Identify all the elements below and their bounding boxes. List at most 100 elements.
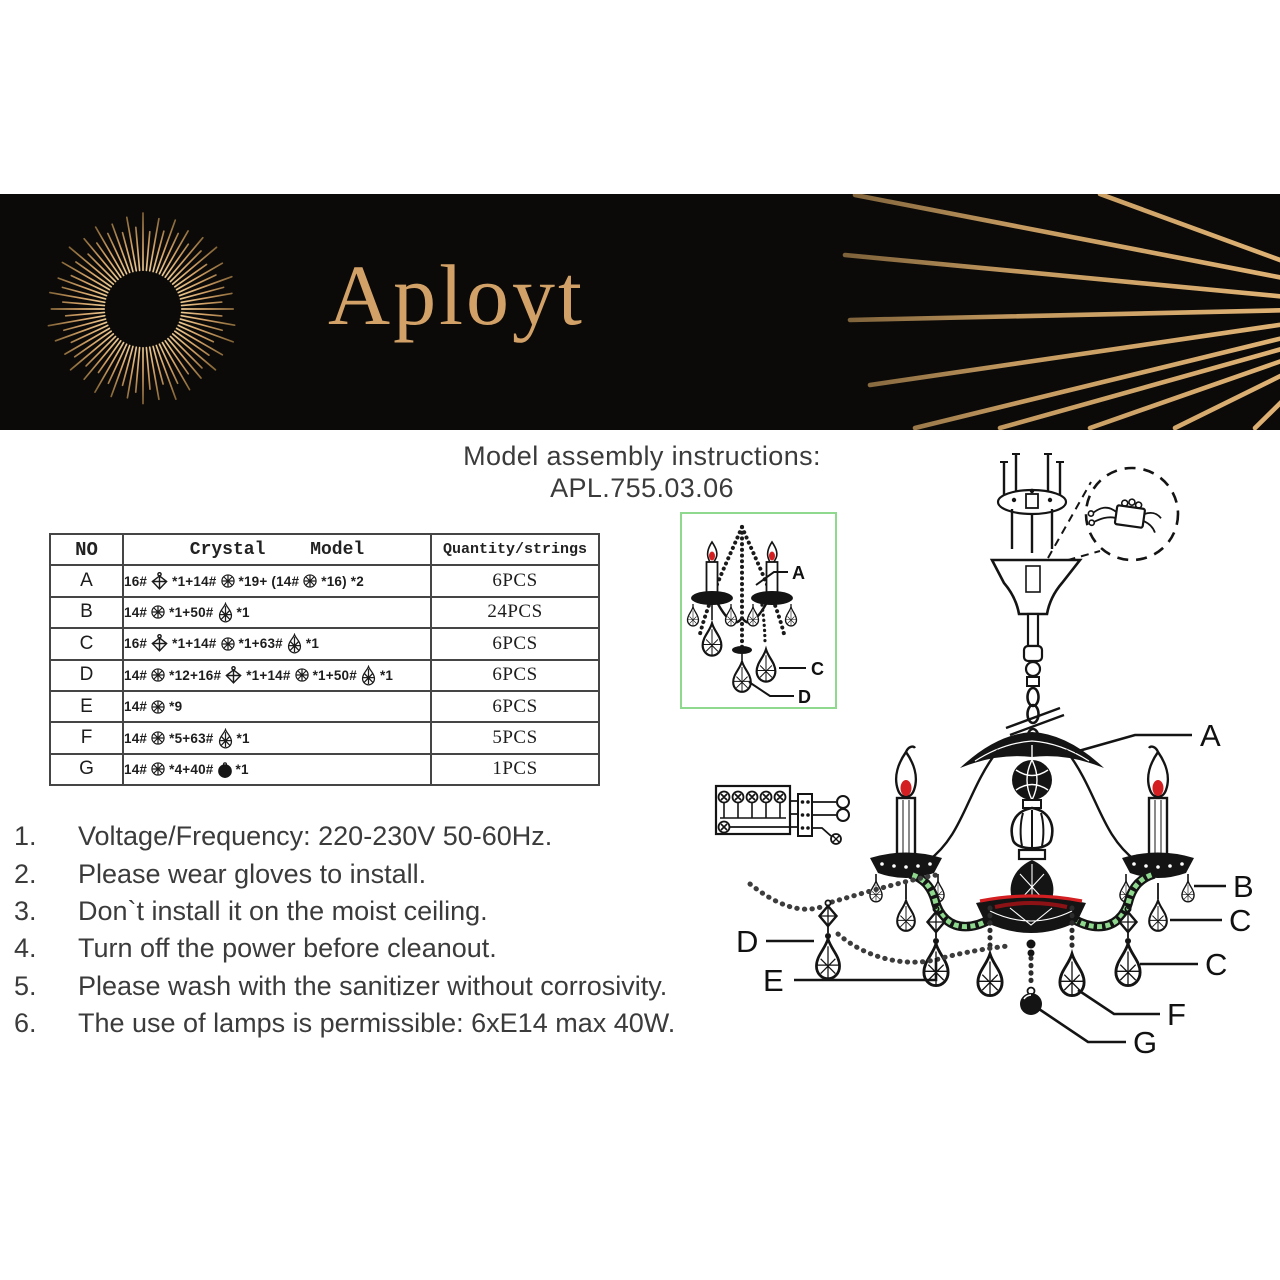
thumbnail-box: [680, 512, 837, 709]
sunburst-logo-icon: [47, 212, 236, 405]
teardrop-crystal-icon: [360, 664, 377, 686]
wiring-diagram: [714, 784, 850, 845]
row-letter: C: [49, 627, 124, 661]
model-text: 14#: [124, 604, 148, 620]
instruction-item: 1.Voltage/Frequency: 220-230V 50-60Hz.: [14, 818, 784, 855]
instruction-text: Don`t install it on the moist ceiling.: [78, 895, 488, 926]
row-quantity: 6PCS: [430, 564, 600, 598]
model-text: *1: [305, 636, 320, 652]
row-quantity: 6PCS: [430, 658, 600, 692]
banner-rays-decoration: [842, 194, 1280, 430]
model-text: *1+14#: [246, 667, 291, 683]
round-bead-icon: [220, 636, 236, 652]
round-bead-icon: [150, 667, 166, 683]
instruction-item: 3. Don`t install it on the moist ceiling.: [14, 893, 784, 930]
instruction-number: 4.: [14, 933, 37, 964]
model-number: APL.755.03.06: [550, 473, 734, 503]
model-text: *9: [169, 699, 183, 715]
model-text: *1+63#: [238, 636, 283, 652]
instruction-number: 2.: [14, 858, 37, 889]
row-crystal-model: 14#*12+16#*1+14#*1+50#*1: [122, 658, 432, 692]
model-text: *19+ (14#: [238, 573, 300, 589]
round-bead-icon: [302, 573, 318, 589]
label-d: D: [736, 924, 758, 959]
round-bead-icon: [150, 730, 166, 746]
instruction-item: 6. The use of lamps is permissible: 6xE14…: [14, 1005, 784, 1042]
teardrop-crystal-icon: [286, 633, 303, 654]
page-title: Model assembly instructions:: [463, 441, 821, 471]
thumbnail-chandelier: A C D: [686, 525, 824, 707]
round-bead-icon: [150, 761, 166, 777]
row-letter: E: [49, 689, 124, 724]
model-text: 14#: [124, 730, 148, 746]
ball-crystal-icon: [217, 761, 233, 778]
row-letter: G: [49, 752, 124, 787]
instruction-text: The use of lamps is permissible: 6xE14 m…: [78, 1008, 676, 1039]
label-c2: C: [1205, 947, 1227, 982]
round-bead-icon: [150, 699, 166, 715]
model-text: 14#: [124, 699, 148, 715]
header-no: NO: [49, 532, 124, 567]
model-text: *5+63#: [169, 730, 214, 746]
instruction-text: Please wash with the sanitizer without c…: [78, 970, 668, 1001]
wire-connection-detail: [1047, 466, 1180, 565]
label-c1: C: [1229, 903, 1251, 938]
diamond-crystal-icon: [150, 571, 169, 591]
row-crystal-model: 14# *9: [122, 689, 432, 724]
label-b: B: [1233, 869, 1254, 904]
thumb-label-a: A: [792, 563, 805, 583]
instruction-number: 6.: [14, 1008, 37, 1039]
label-a: A: [1200, 718, 1221, 753]
round-bead-icon: [150, 604, 166, 620]
teardrop-crystal-icon: [217, 727, 234, 749]
row-quantity: 5PCS: [430, 721, 600, 755]
row-crystal-model: 14# *5+63# *1: [122, 721, 432, 755]
instruction-text: Voltage/Frequency: 220-230V 50-60Hz.: [78, 821, 553, 852]
model-text: 16#: [124, 636, 148, 652]
model-text: *1: [379, 667, 394, 683]
model-text: *4+40#: [169, 761, 214, 777]
round-bead-icon: [294, 667, 310, 683]
row-quantity: 6PCS: [430, 627, 600, 661]
instruction-text: Please wear gloves to install.: [78, 858, 427, 889]
label-f: F: [1167, 997, 1186, 1032]
model-text: *1+50#: [169, 604, 214, 620]
model-text: *1: [236, 604, 250, 620]
model-text: *12+16#: [169, 667, 222, 683]
table-header-row: NO Crystal Model Quantity/strings: [49, 532, 600, 567]
instruction-item: 4. Turn off the power before cleanout.: [14, 930, 784, 967]
diamond-crystal-icon: [224, 665, 243, 685]
model-text: *1: [235, 761, 249, 777]
row-crystal-model: 16#*1+14#*19+ (14#*16) *2: [122, 564, 432, 598]
row-quantity: 1PCS: [430, 752, 600, 787]
model-text: *1+50#: [312, 667, 357, 683]
row-letter: B: [49, 595, 124, 630]
brand-name: Aployt: [328, 247, 585, 343]
row-crystal-model: 14#*4+40#*1: [122, 752, 432, 787]
row-letter: D: [49, 658, 124, 692]
instruction-item: 2. Please wear gloves to install.: [14, 855, 784, 892]
thumb-label-c: C: [811, 659, 824, 679]
row-letter: F: [49, 721, 124, 755]
instruction-number: 3.: [14, 895, 37, 926]
row-quantity: 6PCS: [430, 689, 600, 724]
instruction-list: 1.Voltage/Frequency: 220-230V 50-60Hz.2.…: [14, 818, 784, 1042]
model-text: 16#: [124, 573, 148, 589]
label-g: G: [1133, 1025, 1157, 1060]
model-text: *1: [236, 730, 250, 746]
model-text: *1+14#: [172, 573, 217, 589]
instruction-text: Turn off the power before cleanout.: [78, 933, 497, 964]
row-crystal-model: 14# *1+50# *1: [122, 595, 432, 630]
diamond-crystal-icon: [150, 634, 169, 653]
